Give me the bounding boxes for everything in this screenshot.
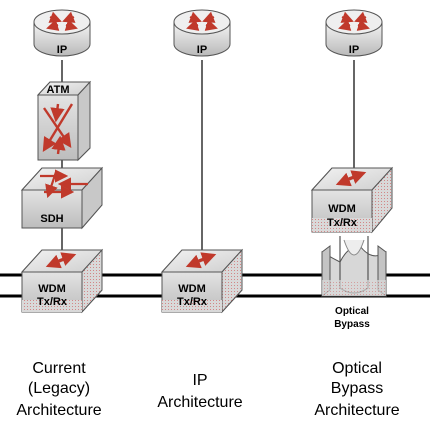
wdm-label-line1: WDM: [178, 283, 206, 295]
router-label: IP: [57, 44, 67, 56]
atm-switch: ATM: [36, 80, 92, 162]
atm-cross-arrows-icon: [42, 103, 74, 155]
caption-ip: IP Architecture: [157, 372, 242, 411]
router-arrows-icon: [46, 11, 78, 31]
caption-line: Bypass: [331, 380, 383, 397]
caption-line: Architecture: [314, 402, 399, 419]
wdm-arrow-icon: [45, 252, 77, 269]
wdm-label-line1: WDM: [328, 203, 356, 215]
caption-line: Optical: [332, 360, 382, 377]
wdm-txrx-2: WDM Tx/Rx: [160, 248, 244, 314]
caption-line: Architecture: [16, 402, 101, 419]
wdm-label-line1: WDM: [38, 283, 66, 295]
caption-optical-bypass: Optical Bypass Architecture: [314, 360, 399, 419]
ip-router-3: IP: [325, 9, 383, 57]
optical-bypass: Optical Bypass: [321, 236, 387, 330]
wdm-arrow-icon: [185, 252, 217, 269]
caption-line: Current: [32, 360, 86, 377]
bypass-label-line1: Optical: [335, 306, 369, 317]
caption-line: Architecture: [157, 394, 242, 411]
caption-current-legacy: Current (Legacy) Architecture: [16, 360, 101, 419]
caption-line: (Legacy): [28, 380, 90, 397]
vertical-links: [61, 60, 355, 258]
caption-line: IP: [192, 372, 207, 389]
wdm-label-line2: Tx/Rx: [37, 296, 68, 308]
ip-router-2: IP: [173, 9, 231, 57]
wdm-label-line2: Tx/Rx: [327, 217, 358, 229]
wdm-arrow-icon: [335, 170, 367, 187]
router-label: IP: [349, 44, 359, 56]
router-arrows-icon: [338, 11, 370, 31]
sdh-label: SDH: [40, 213, 63, 225]
wdm-txrx-1: WDM Tx/Rx: [20, 248, 104, 314]
sdh-arrows-icon: [40, 169, 88, 199]
router-label: IP: [197, 44, 207, 56]
ip-router-1: IP: [33, 9, 91, 57]
wdm-label-line2: Tx/Rx: [177, 296, 208, 308]
sdh-multiplexer: SDH: [20, 166, 104, 230]
atm-label: ATM: [46, 84, 69, 96]
wdm-txrx-3: WDM Tx/Rx: [310, 166, 394, 234]
router-arrows-icon: [186, 11, 218, 31]
bypass-label-line2: Bypass: [334, 319, 370, 330]
